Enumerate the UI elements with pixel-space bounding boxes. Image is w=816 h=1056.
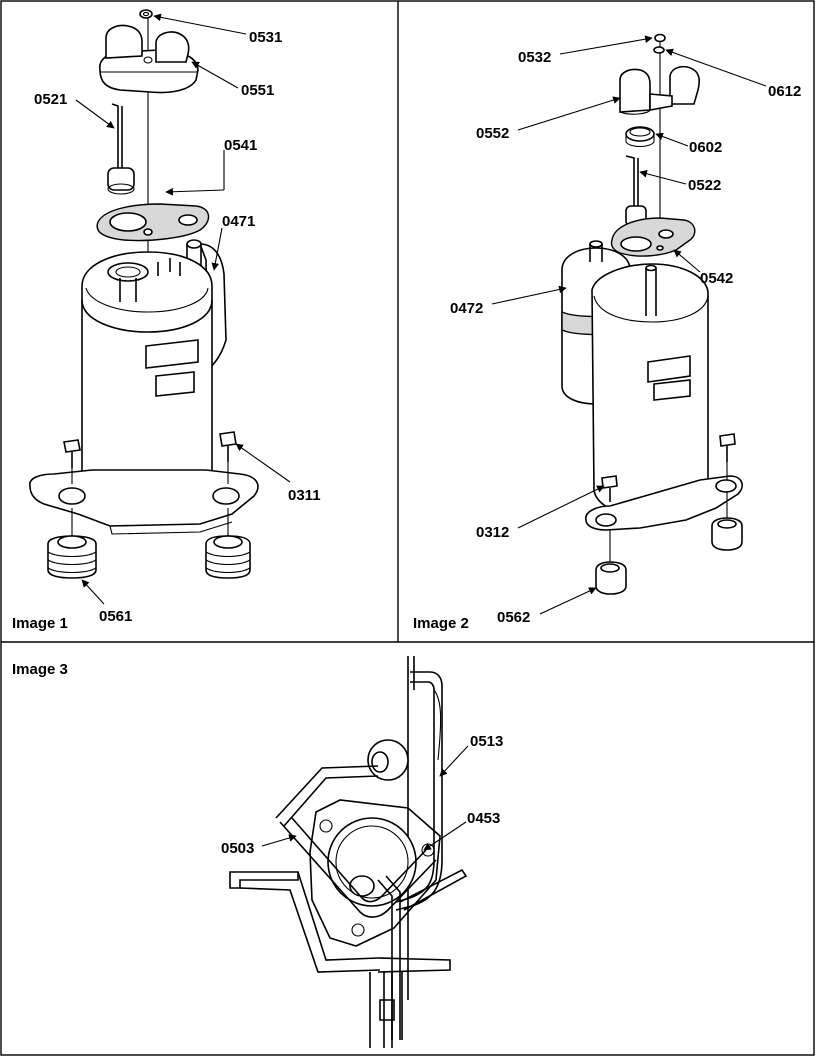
callout-0551: 0551 (241, 82, 274, 99)
gasket-0541 (96, 203, 210, 242)
bolt-0312-right (719, 433, 736, 480)
panel-image-2: 0532 0612 0552 0602 0522 0542 0472 0312 … (413, 33, 801, 632)
callout-0503: 0503 (221, 840, 254, 857)
callout-0522: 0522 (688, 177, 721, 194)
callout-0562: 0562 (497, 609, 530, 626)
grommet-0561-left (47, 508, 97, 579)
frame-rail (229, 656, 451, 1048)
ring-0602 (625, 126, 655, 148)
nut-0532 (654, 33, 666, 43)
caption-image-3: Image 3 (12, 661, 68, 678)
callout-0453: 0453 (467, 810, 500, 827)
callout-0513: 0513 (470, 733, 503, 750)
panel-image-3: 0513 0453 0503 Image 3 (12, 656, 503, 1048)
compressor-0472-shell (591, 263, 709, 519)
terminal-cover-0551 (98, 24, 199, 94)
callout-0561: 0561 (99, 608, 132, 625)
base-plate-2 (585, 475, 743, 531)
overload-0522 (625, 155, 647, 227)
tube-0503 (275, 765, 468, 1040)
gasket-0542 (610, 217, 696, 257)
callout-0612: 0612 (768, 83, 801, 100)
bolt-0312-left (601, 475, 618, 502)
bolt-0311-left (63, 439, 81, 484)
caption-image-2: Image 2 (413, 615, 469, 632)
callout-0552: 0552 (476, 125, 509, 142)
callout-0312: 0312 (476, 524, 509, 541)
callout-0532: 0532 (518, 49, 551, 66)
panel-image-1: 0531 0551 0521 0541 0471 0311 0561 Image… (12, 9, 321, 632)
base-plate (29, 469, 259, 535)
callout-0602: 0602 (689, 139, 722, 156)
callout-0542: 0542 (700, 270, 733, 287)
callout-0531: 0531 (249, 29, 282, 46)
compressor-0453 (309, 739, 441, 947)
callout-0521: 0521 (34, 91, 67, 108)
compressor-0471 (81, 239, 227, 507)
grommet-0562-left (595, 530, 627, 595)
callout-0471: 0471 (222, 213, 255, 230)
nut-0531 (139, 9, 153, 19)
grommet-0562-right (711, 492, 743, 551)
overload-0521 (107, 103, 135, 195)
caption-image-1: Image 1 (12, 615, 68, 632)
callout-0472: 0472 (450, 300, 483, 317)
callout-0541: 0541 (224, 137, 257, 154)
washer-0612 (653, 46, 665, 54)
grommet-0561-right (205, 508, 251, 579)
callout-0311: 0311 (288, 487, 321, 504)
terminal-cover-0552 (619, 65, 700, 115)
